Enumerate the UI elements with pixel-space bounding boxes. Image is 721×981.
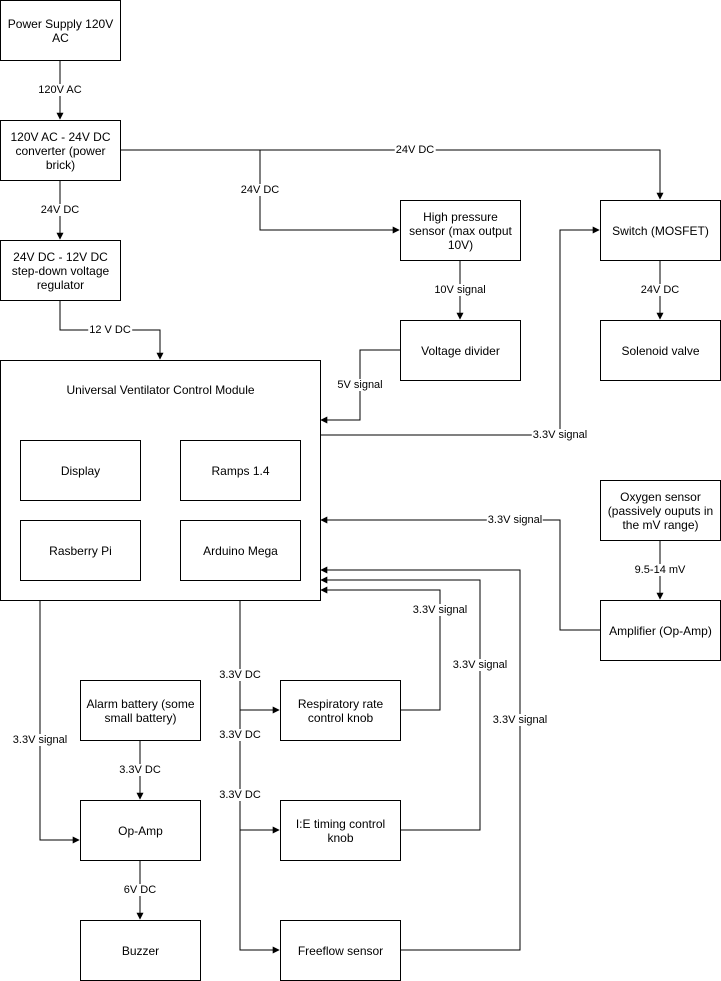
op-amp-box: Op-Amp [80,800,201,861]
label-33-switch: 3.3V signal [531,429,589,441]
label-mv: 9.5-14 mV [633,564,687,576]
label-5v-signal: 5V signal [336,379,384,391]
raspberry-pi-box: Rasberry Pi [20,520,141,581]
label-33-rr: 3.3V signal [411,604,469,616]
ie-timing-knob-box: I:E timing control knob [280,800,401,861]
wire-24v-hp-sensor [259,150,400,234]
display-box: Display [20,440,141,501]
stepdown-regulator-box: 24V DC - 12V DC step-down voltage regula… [0,240,121,301]
label-33-ie: 3.3V signal [451,659,509,671]
high-pressure-sensor-box: High pressure sensor (max output 10V) [400,200,521,261]
wire-33-rr [320,586,441,711]
label-33dc-a: 3.3V DC [218,669,262,681]
label-12v: 12 V DC [88,324,132,336]
solenoid-valve-box: Solenoid valve [600,320,721,381]
switch-mosfet-box: Switch (MOSFET) [600,200,721,261]
label-120v-ac: 120V AC [37,84,83,96]
respiratory-rate-knob-box: Respiratory rate control knob [280,680,401,741]
label-24v-main: 24V DC [394,144,436,156]
voltage-divider-box: Voltage divider [400,320,521,381]
label-33dc-c: 3.3V DC [218,789,262,801]
label-33dc-b: 3.3V DC [218,729,262,741]
wire-33-switch [320,226,600,436]
amplifier-box: Amplifier (Op-Amp) [600,600,721,661]
freeflow-sensor-box: Freeflow sensor [280,920,401,981]
label-33dc-battery: 3.3V DC [118,764,162,776]
buzzer-box: Buzzer [80,920,201,981]
wire-33-freeflow [320,566,521,951]
wire-33-opamp [39,600,80,844]
wire-33-ie [320,576,481,831]
label-33-amplifier: 3.3V signal [486,514,544,526]
label-24v-hp: 24V DC [239,184,281,196]
label-33-freeflow: 3.3V signal [491,714,549,726]
label-24v-stepdown: 24V DC [39,204,81,216]
wire-dc-bus [239,600,280,954]
label-6v: 6V DC [122,884,158,896]
power-supply-box: Power Supply 120V AC [0,0,121,61]
converter-box: 120V AC - 24V DC converter (power brick) [0,120,121,181]
arduino-mega-box: Arduino Mega [180,520,301,581]
label-10v-signal: 10V signal [433,284,487,296]
ramps-box: Ramps 1.4 [180,440,301,501]
label-24v-solenoid: 24V DC [639,284,681,296]
wire-24v-main [120,149,664,200]
wire-33-amplifier [320,516,600,631]
alarm-battery-box: Alarm battery (some small battery) [80,680,201,741]
oxygen-sensor-box: Oxygen sensor (passively ouputs in the m… [600,480,721,541]
label-33-opamp: 3.3V signal [11,734,69,746]
